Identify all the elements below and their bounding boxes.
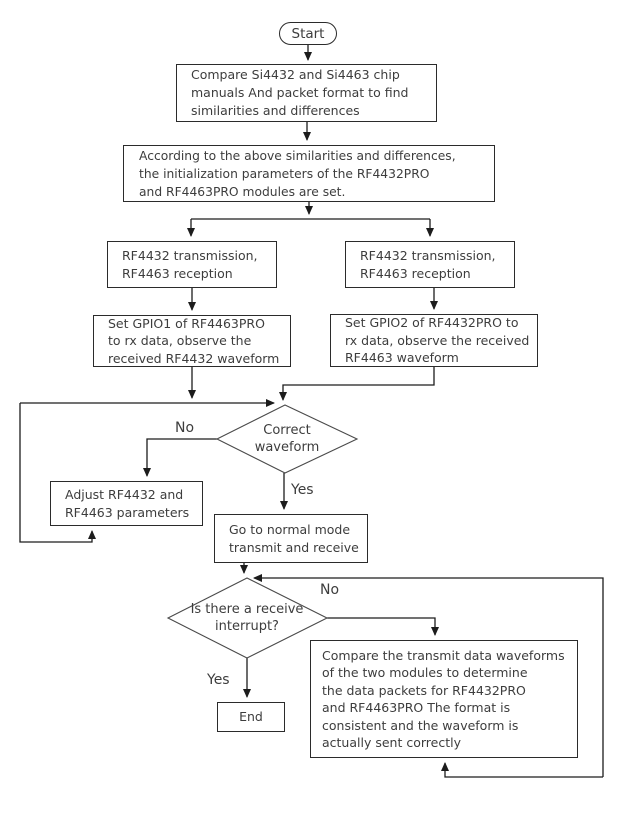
connector-loop2-bottom [441, 762, 603, 778]
branch-label-no-2: No [318, 582, 342, 598]
start-node: Start [279, 22, 337, 45]
decision-receive-interrupt-label: Is there a receive interrupt? [190, 602, 304, 634]
connector-decision2-no [327, 617, 439, 636]
process-compare-chip-manuals: Compare Si4432 and Si4463 chip manuals A… [176, 64, 437, 122]
process-normal-mode: Go to normal mode transmit and receive [214, 514, 368, 563]
process-rf4432-tx-rf4463-rx-right: RF4432 transmission, RF4463 reception [345, 241, 515, 288]
connector-decision1-no [143, 438, 217, 477]
branch-label-no-1: No [173, 420, 197, 436]
decision-diamond-receive-interrupt [166, 577, 329, 659]
branch-label-yes-2: Yes [205, 672, 232, 688]
process-adjust-parameters: Adjust RF4432 and RF4463 parameters [50, 481, 203, 526]
end-node: End [217, 702, 285, 732]
decision-diamond-correct-waveform [215, 404, 359, 474]
decision-correct-waveform-label: Correct waveform [254, 423, 320, 455]
process-compare-transmit-waveforms: Compare the transmit data waveforms of t… [310, 640, 578, 758]
process-rf4432-tx-rf4463-rx-left: RF4432 transmission, RF4463 reception [107, 241, 277, 288]
connector-gpio2-to-decision1 [279, 367, 435, 401]
process-set-init-parameters: According to the above similarities and … [123, 145, 495, 202]
process-set-gpio2: Set GPIO2 of RF4432PRO to rx data, obser… [330, 314, 538, 367]
connector-loop2-top [253, 574, 604, 777]
branch-label-yes-1: Yes [289, 482, 316, 498]
process-set-gpio1: Set GPIO1 of RF4463PRO to rx data, obser… [93, 315, 291, 367]
connector-loop1-return [19, 403, 96, 543]
